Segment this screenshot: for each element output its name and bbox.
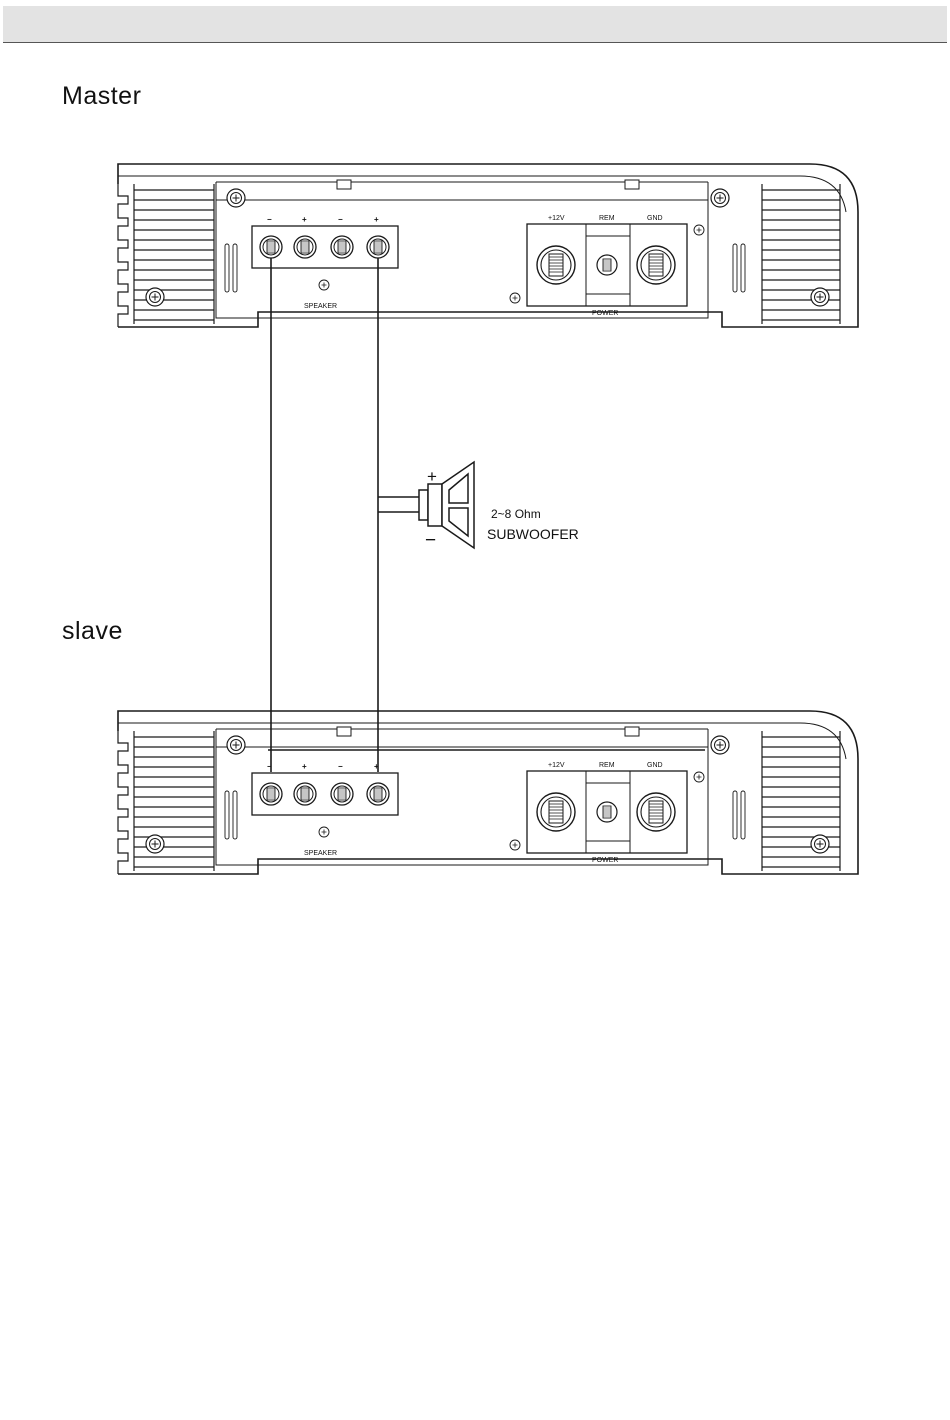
power-rem-label: REM	[599, 762, 615, 769]
subwoofer-plus-sign: +	[427, 467, 437, 486]
power-label: POWER	[592, 310, 618, 317]
power-gnd-label: GND	[647, 215, 663, 222]
screw-icon	[146, 835, 164, 853]
speaker-label: SPEAKER	[304, 303, 337, 310]
screw-icon	[811, 835, 829, 853]
speaker-sign: −	[338, 215, 343, 224]
speaker-sign: −	[338, 762, 343, 771]
speaker-label: SPEAKER	[304, 850, 337, 857]
speaker-sign: +	[302, 762, 307, 771]
power-12v-label: +12V	[548, 762, 565, 769]
speaker-wires	[268, 258, 705, 772]
speaker-sign: −	[267, 215, 272, 224]
master-amplifier: − + − + SPEAKER +12V REM GND POWER	[118, 164, 858, 327]
power-rem-label: REM	[599, 215, 615, 222]
subwoofer-minus-sign: −	[425, 530, 436, 551]
screw-icon	[811, 288, 829, 306]
screw-icon	[227, 189, 245, 207]
power-label: POWER	[592, 857, 618, 864]
screw-icon	[146, 288, 164, 306]
screw-icon	[227, 736, 245, 754]
power-12v-label: +12V	[548, 215, 565, 222]
screw-icon	[711, 736, 729, 754]
power-gnd-label: GND	[647, 762, 663, 769]
slave-amplifier: − + − + SPEAKER +12V REM GND POWER	[118, 711, 858, 874]
speaker-sign: +	[374, 215, 379, 224]
subwoofer-impedance: 2~8 Ohm	[491, 507, 541, 521]
subwoofer-label: SUBWOOFER	[487, 526, 579, 542]
speaker-sign: +	[302, 215, 307, 224]
screw-icon	[711, 189, 729, 207]
